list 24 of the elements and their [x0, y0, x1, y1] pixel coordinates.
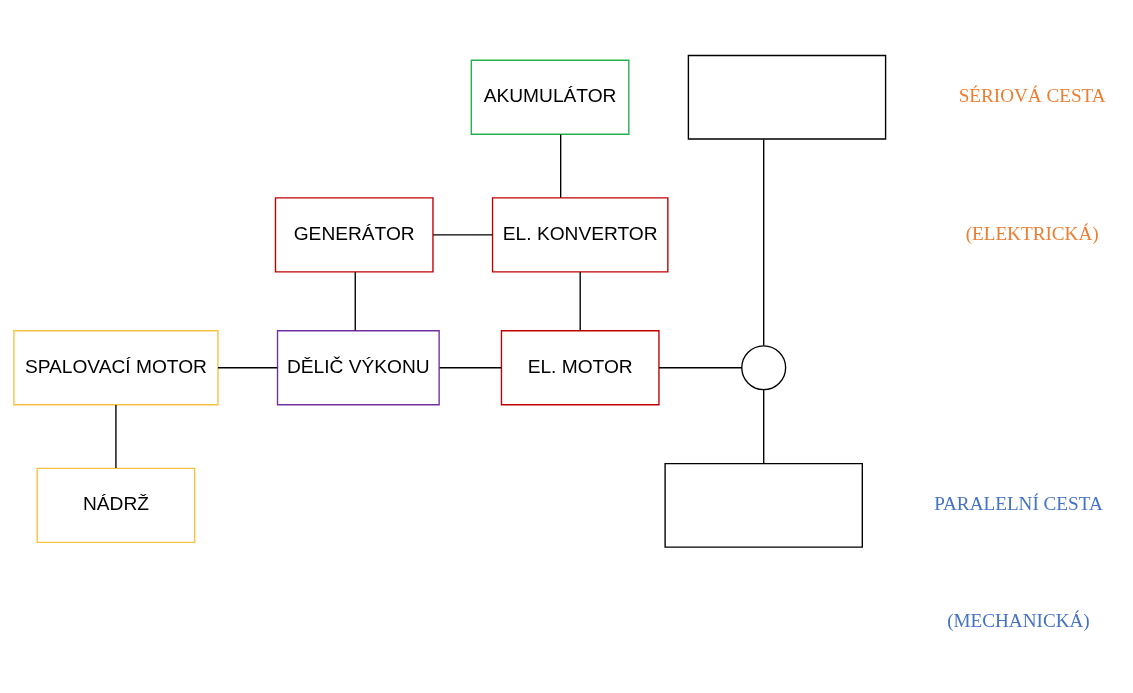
connector — [432, 234, 494, 236]
node-box: EL. MOTOR — [500, 330, 660, 406]
label: SÉRIOVÁ CESTA — [958, 85, 1106, 107]
node-box: NÁDRŽ — [36, 467, 196, 544]
node-box: SPALOVACÍ MOTOR — [13, 330, 219, 406]
node-circle — [741, 345, 787, 391]
connector — [115, 404, 117, 469]
label: (MECHANICKÁ) — [947, 609, 1090, 631]
node-box — [687, 54, 887, 140]
connector — [560, 133, 562, 199]
connector — [439, 367, 503, 369]
node-box — [664, 462, 863, 548]
connector — [658, 367, 743, 369]
connector — [763, 389, 765, 464]
connector — [217, 367, 278, 369]
label: (ELEKTRICKÁ) — [965, 222, 1099, 244]
label: PARALELNÍ CESTA — [934, 493, 1103, 515]
node-box: GENERÁTOR — [274, 197, 434, 273]
connector — [763, 138, 765, 347]
node-box: DĚLIČ VÝKONU — [276, 330, 440, 406]
node-box: EL. KONVERTOR — [491, 197, 669, 273]
connector — [354, 271, 356, 332]
connector — [579, 271, 581, 332]
node-box: AKUMULÁTOR — [470, 59, 630, 135]
